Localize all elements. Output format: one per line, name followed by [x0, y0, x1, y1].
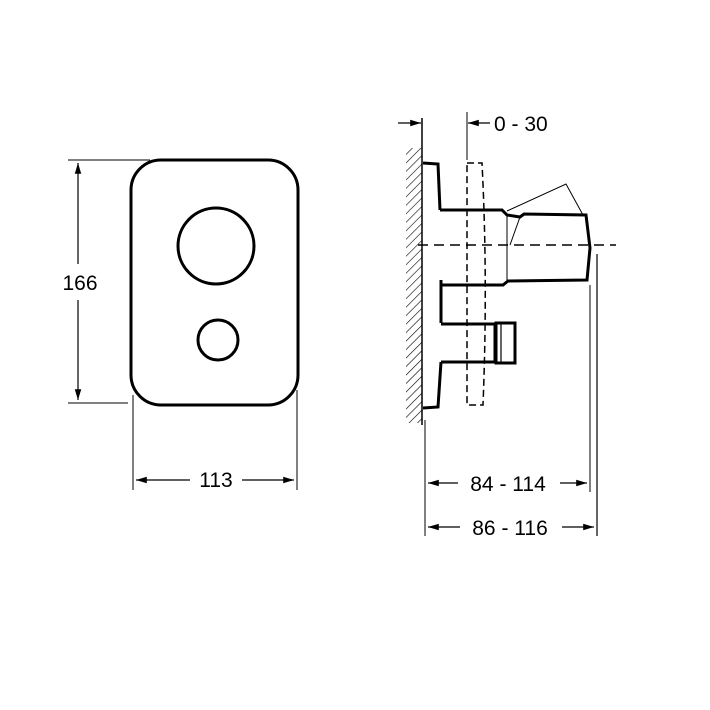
- cover-plate: [129, 158, 300, 407]
- width-label: 113: [199, 469, 232, 492]
- wall-plate: [422, 161, 443, 410]
- thermostat-knob: [176, 206, 256, 286]
- diverter-spout: [441, 322, 497, 364]
- height-label: 166: [62, 272, 97, 295]
- lever-rotation-arc: [506, 183, 584, 216]
- diverter-cap: [494, 321, 517, 365]
- extended-plate-outline: [466, 162, 487, 406]
- valve-body: [440, 208, 592, 287]
- offset-label: 0 - 30: [494, 113, 548, 136]
- wall-hatching: [406, 148, 422, 423]
- depth-label-2: 86 - 116: [472, 517, 548, 540]
- depth-label-1: 84 - 114: [470, 473, 546, 496]
- diverter-knob: [196, 318, 240, 362]
- front-view: 166 113: [62, 158, 300, 492]
- side-view: 0 - 30 84 - 114 86 - 116: [398, 112, 616, 540]
